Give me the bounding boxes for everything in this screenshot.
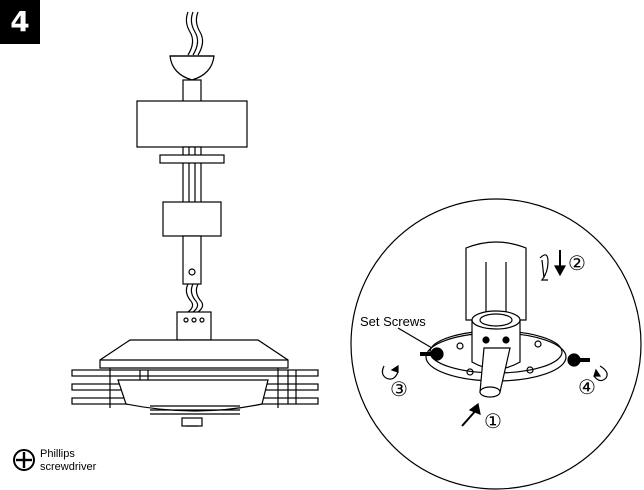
lower-wires xyxy=(185,283,204,313)
step-marker-4: ④ xyxy=(578,377,596,399)
canopy xyxy=(136,100,248,148)
set-screw-left xyxy=(420,347,444,361)
motor-collar xyxy=(176,311,212,341)
set-screws-label: Set Screws xyxy=(360,314,426,329)
rotate-arrow-right xyxy=(593,365,608,382)
canopy-ring xyxy=(159,154,225,164)
phillips-screwdriver-icon xyxy=(13,449,35,471)
motor-body xyxy=(117,379,269,412)
clevis-pin xyxy=(479,347,511,398)
motor-housing xyxy=(99,339,289,369)
top-wires xyxy=(185,11,204,56)
hanger-cup xyxy=(169,55,215,81)
bottom-nut xyxy=(181,417,203,427)
set-screws-leader xyxy=(397,327,433,349)
rotate-arrow-left xyxy=(381,365,399,380)
set-screw-right xyxy=(567,353,590,367)
tool-label-line2: screwdriver xyxy=(40,461,97,473)
tool-legend: Phillips screwdriver xyxy=(40,448,96,474)
step-marker-1: ① xyxy=(484,411,502,433)
downrod-lower xyxy=(182,235,202,285)
tool-label-line1: Phillips xyxy=(40,448,75,460)
tool-label: Phillips screwdriver xyxy=(40,448,96,474)
r-clip xyxy=(539,254,549,281)
step-marker-2: ② xyxy=(568,253,586,275)
coupling-cover xyxy=(162,201,222,237)
detail-downrod xyxy=(465,241,527,321)
downrod-upper xyxy=(182,79,202,103)
step-marker-3: ③ xyxy=(390,379,408,401)
step-number-badge: 4 xyxy=(0,0,40,44)
